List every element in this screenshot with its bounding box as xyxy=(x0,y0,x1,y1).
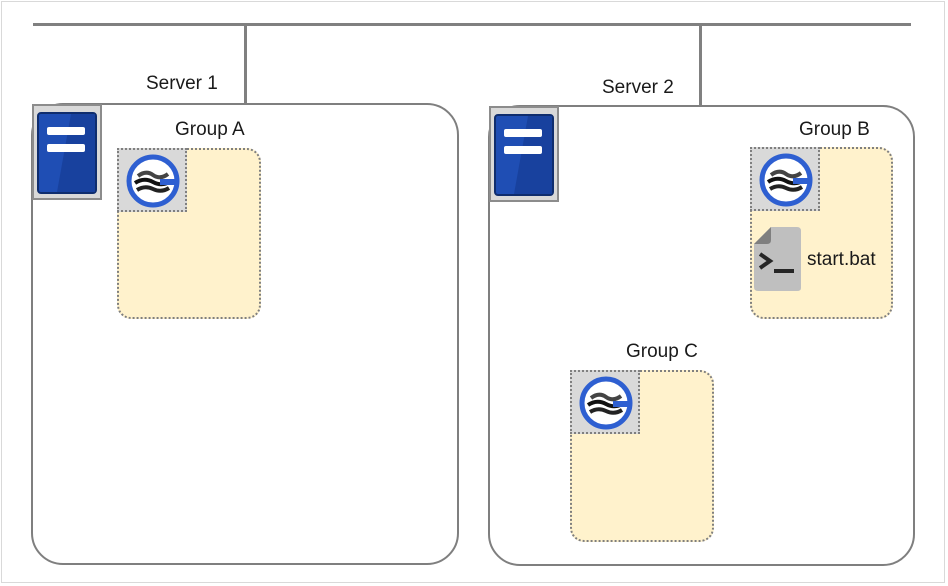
group-a-label: Group A xyxy=(175,119,245,140)
server-2-link-line xyxy=(699,25,702,106)
group-b-icon-tile xyxy=(750,147,820,211)
network-bus-line xyxy=(33,23,911,26)
script-label: start.bat xyxy=(807,249,876,270)
group-c-label: Group C xyxy=(626,341,698,362)
group-b-label: Group B xyxy=(799,119,870,140)
server-2-label: Server 2 xyxy=(602,77,674,98)
server-1-icon-tile xyxy=(32,104,102,200)
server-1-label: Server 1 xyxy=(146,73,218,94)
group-a-icon-tile xyxy=(117,148,187,212)
server-icon xyxy=(494,114,554,196)
group-icon xyxy=(579,376,633,430)
server-icon xyxy=(37,112,97,194)
server-1-link-line xyxy=(244,25,247,104)
script-icon xyxy=(754,227,801,291)
group-icon xyxy=(126,154,180,208)
group-icon xyxy=(759,153,813,207)
server-2-icon-tile xyxy=(489,106,559,202)
group-c-icon-tile xyxy=(570,370,640,434)
